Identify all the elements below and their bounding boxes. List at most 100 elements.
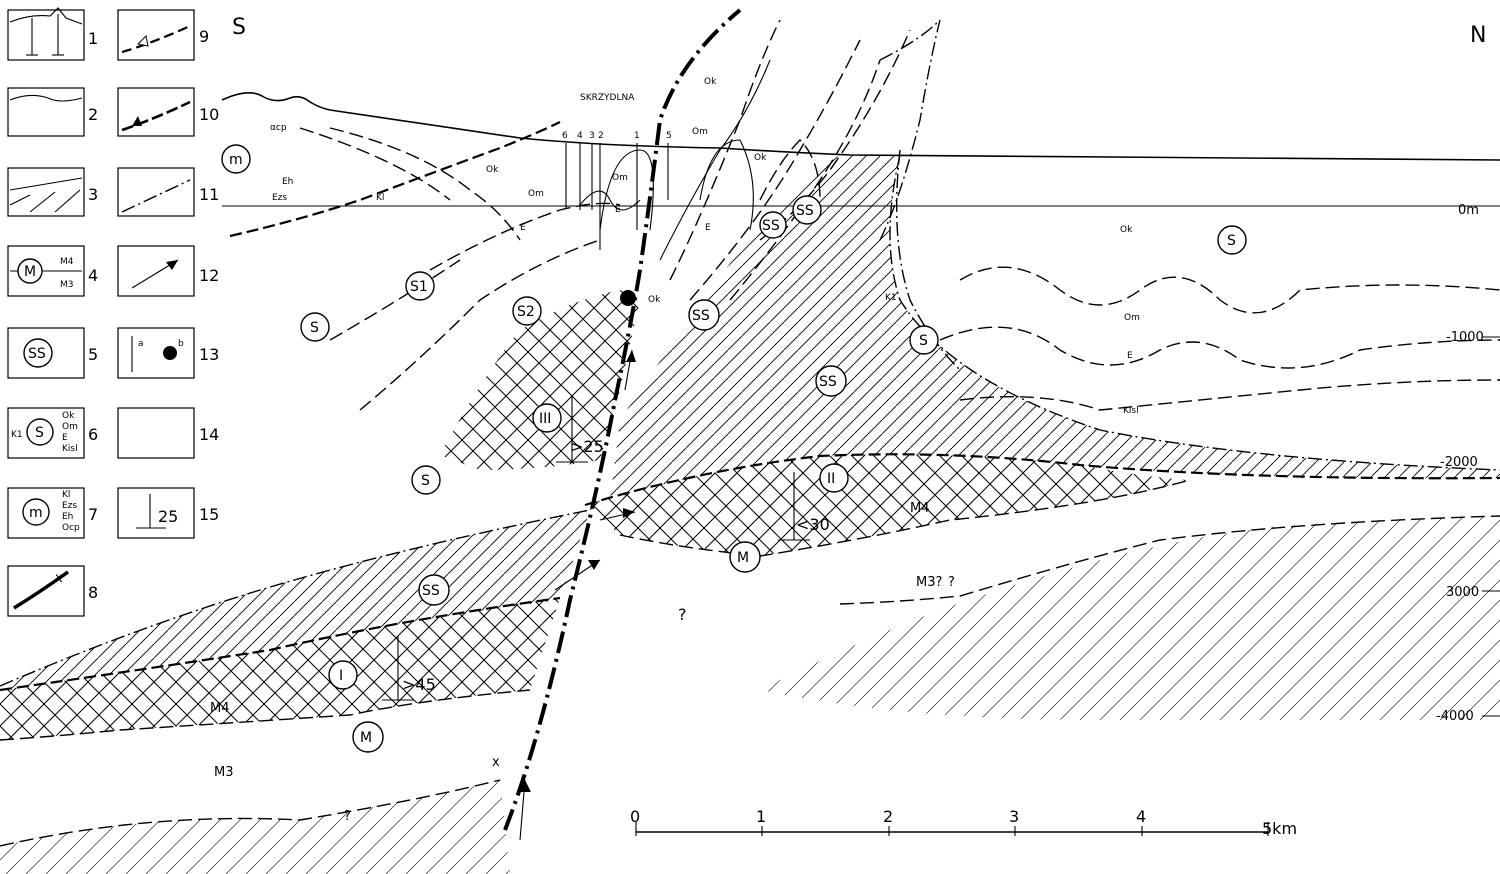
unknown-mark: ?: [678, 605, 687, 624]
unit-symbol: S: [1227, 233, 1236, 249]
legend-number: 3: [88, 185, 98, 204]
formation-label: Om: [612, 173, 628, 183]
unknown-mark: ?: [948, 575, 955, 590]
unit-label: M3: [214, 765, 234, 780]
formation-label: Om: [528, 189, 544, 199]
north-label: N: [1470, 23, 1486, 48]
legend-number: 1: [88, 29, 98, 48]
formation-label: αcp: [270, 123, 287, 133]
legend-left: K1: [11, 430, 23, 440]
depth-label: -2000: [1440, 455, 1478, 470]
formation-label: E: [705, 223, 711, 233]
legend-number: 14: [199, 425, 219, 444]
legend-item-14: 14: [117, 407, 219, 459]
legend-item-5: SS 5: [7, 327, 98, 379]
legend-right: Kl: [62, 490, 70, 500]
unit-symbols: m S S1 S S2 S S SS SS SS SS SS M M III I…: [221, 144, 1247, 753]
formation-label: E: [1127, 351, 1133, 361]
dip-markers: >25 <30 >45: [382, 395, 830, 701]
unit-symbol: M: [737, 550, 749, 566]
dip-value: >45: [402, 675, 436, 694]
legend-value: 25: [158, 507, 178, 526]
unit-ss-central: [610, 155, 1500, 500]
scale-tick: 5km: [1262, 819, 1297, 838]
unit-flysch-sheet-2: [585, 454, 1190, 556]
legend-number: 10: [199, 105, 219, 124]
formation-label: Om: [692, 127, 708, 137]
fault-label: x: [492, 755, 500, 770]
legend-label-b: b: [178, 339, 184, 349]
well-name: SKRZYDLNA: [580, 93, 635, 103]
depth-label: 0m: [1458, 203, 1479, 218]
formation-label: Ok: [704, 77, 717, 87]
well-number: 2: [598, 131, 604, 141]
legend-lower: M3: [60, 280, 74, 290]
unit-m3-right: [760, 516, 1500, 720]
well-number: 1: [634, 131, 640, 141]
formation-label: Eh: [282, 177, 293, 187]
unknown-mark: ?: [344, 809, 351, 824]
formation-label: Ezs: [272, 193, 287, 203]
unit-symbol: SS: [796, 203, 814, 219]
legend-symbol: m: [29, 505, 43, 521]
sheet-label: II: [827, 471, 835, 487]
formation-label: Ok: [1120, 225, 1133, 235]
well-number: 6: [562, 131, 568, 141]
legend-label: x: [55, 571, 63, 586]
legend-number: 6: [88, 425, 98, 444]
depth-label: -1000: [1446, 330, 1484, 345]
legend-right: Kisl: [62, 444, 78, 454]
well-number: 3: [589, 131, 595, 141]
legend-item-6: K1 S Ok Om E Kisl 6: [7, 407, 98, 459]
unit-symbol: SS: [819, 374, 837, 390]
unit-symbol: S: [310, 320, 319, 336]
legend-item-15: 25 15: [117, 487, 219, 539]
legend-right: Ok: [62, 411, 75, 421]
scale-bar: 0 1 2 3 4 5km: [630, 807, 1297, 838]
legend-item-3: 3: [7, 167, 98, 217]
unit-symbol: M: [360, 730, 372, 746]
legend-number: 4: [88, 266, 98, 285]
legend-item-8: x 8: [7, 565, 98, 617]
scale-tick: 4: [1136, 807, 1146, 826]
legend-number: 13: [199, 345, 219, 364]
south-label: S: [232, 15, 246, 40]
sheet-label: I: [339, 668, 343, 684]
legend-upper: M4: [60, 257, 74, 267]
depth-axis: 0m -1000 -2000 3000 -4000: [1436, 203, 1500, 724]
formation-label: Ok: [486, 165, 499, 175]
legend-item-12: 12: [117, 245, 219, 297]
topography: [221, 92, 1500, 161]
legend-right: Eh: [62, 512, 73, 522]
legend-number: 9: [199, 27, 209, 46]
legend-item-11: 11: [117, 167, 219, 217]
depth-label: -4000: [1436, 709, 1474, 724]
legend-item-13: a b 13: [117, 327, 219, 379]
legend-number: 15: [199, 505, 219, 524]
depth-label: 3000: [1446, 585, 1479, 600]
legend-number: 8: [88, 583, 98, 602]
formation-labels: M4 M4 M3? M3 K1 αcp Ok Ok Ok Om Om Om Eh…: [210, 77, 1140, 780]
formation-label: Om: [1124, 313, 1140, 323]
scale-tick: 3: [1009, 807, 1019, 826]
unit-symbol: SS: [762, 218, 780, 234]
legend-item-2: 2: [7, 87, 98, 137]
formation-label: Ok: [754, 153, 767, 163]
legend-number: 11: [199, 185, 219, 204]
unit-label: M4: [210, 701, 230, 716]
legend-symbol: M: [24, 264, 36, 280]
legend-number: 7: [88, 505, 98, 524]
legend-right: Om: [62, 422, 78, 432]
unit-symbol: S2: [517, 304, 535, 320]
unit-symbol: S: [919, 333, 928, 349]
well-group: SKRZYDLNA 6 4 3 2 1 5: [562, 93, 672, 306]
sheet-label: III: [539, 411, 551, 427]
scale-tick: 2: [883, 807, 893, 826]
legend-item-10: 10: [117, 87, 219, 137]
unit-symbol: S1: [410, 279, 428, 295]
formation-label: Ok: [648, 295, 661, 305]
legend-label-a: a: [138, 339, 144, 349]
unit-label: M3?: [916, 575, 942, 590]
unit-symbol: m: [229, 152, 243, 168]
